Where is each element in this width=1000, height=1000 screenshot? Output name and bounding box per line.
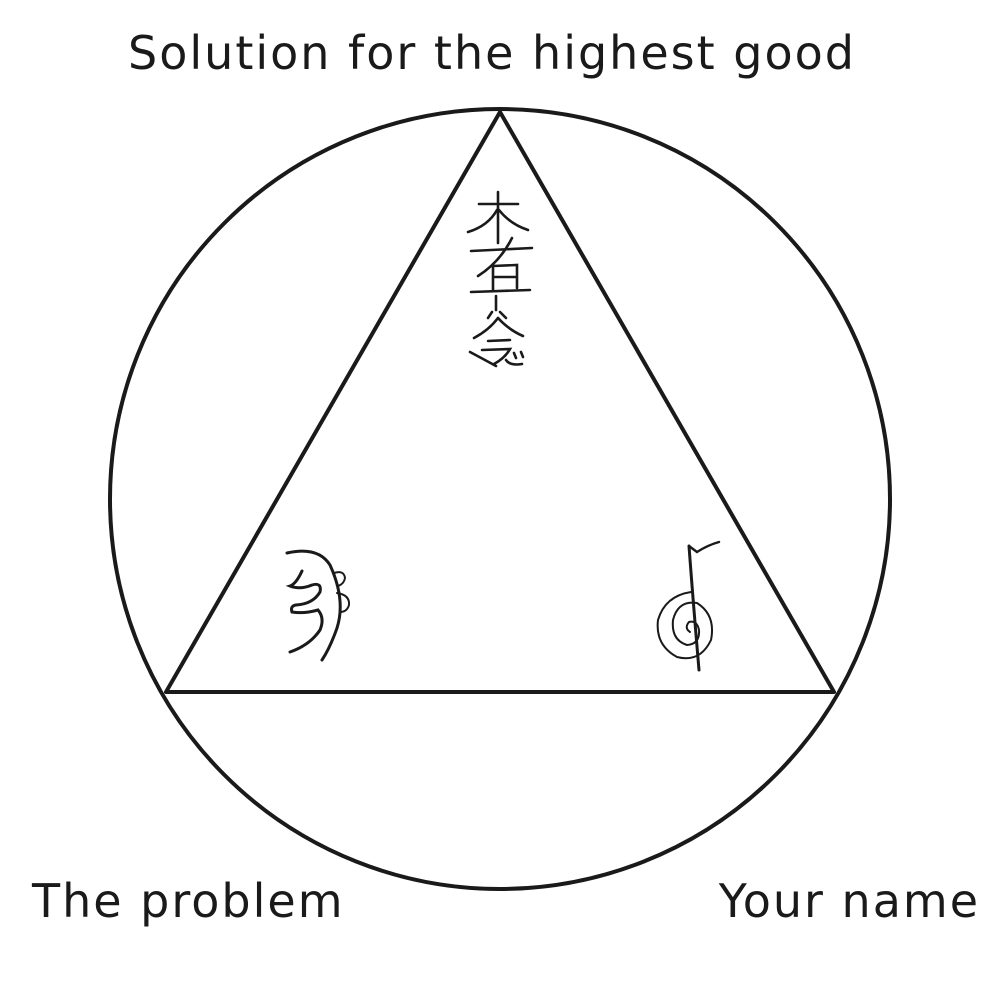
- outer-circle: [108, 107, 892, 891]
- cho-ku-rei-icon: [656, 540, 721, 672]
- label-your-name: Your name: [718, 874, 980, 928]
- hon-sha-ze-sho-nen-icon: [466, 190, 534, 368]
- label-problem: The problem: [32, 874, 345, 928]
- sei-he-ki-icon: [285, 549, 351, 662]
- triangle: [164, 110, 836, 694]
- label-solution: Solution for the highest good: [128, 26, 856, 80]
